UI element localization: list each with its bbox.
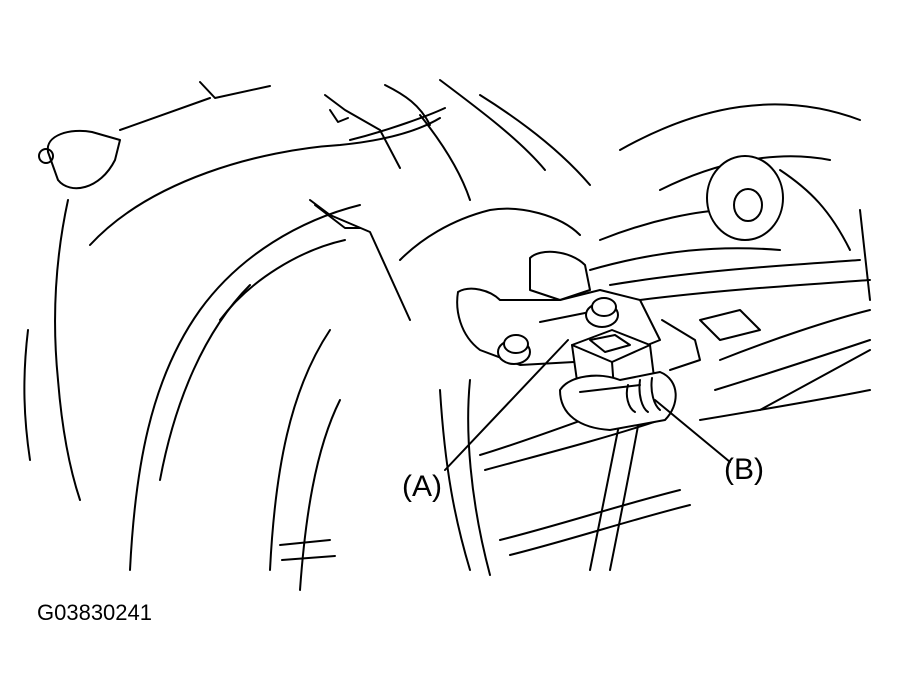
figure-code: G03830241 — [37, 600, 152, 625]
callout-label-a: (A) — [402, 470, 442, 503]
intake-duct — [89, 84, 471, 591]
callout-leader-a — [444, 339, 569, 471]
callout-label-b: (B) — [724, 453, 764, 486]
engine-block — [439, 79, 871, 421]
callout-leader-b — [654, 399, 731, 463]
lower-manifold — [399, 207, 691, 576]
bolt-right — [585, 297, 619, 328]
harness-connector — [559, 319, 701, 431]
left-bracket-outline — [23, 81, 271, 501]
bolt-left — [497, 334, 531, 365]
